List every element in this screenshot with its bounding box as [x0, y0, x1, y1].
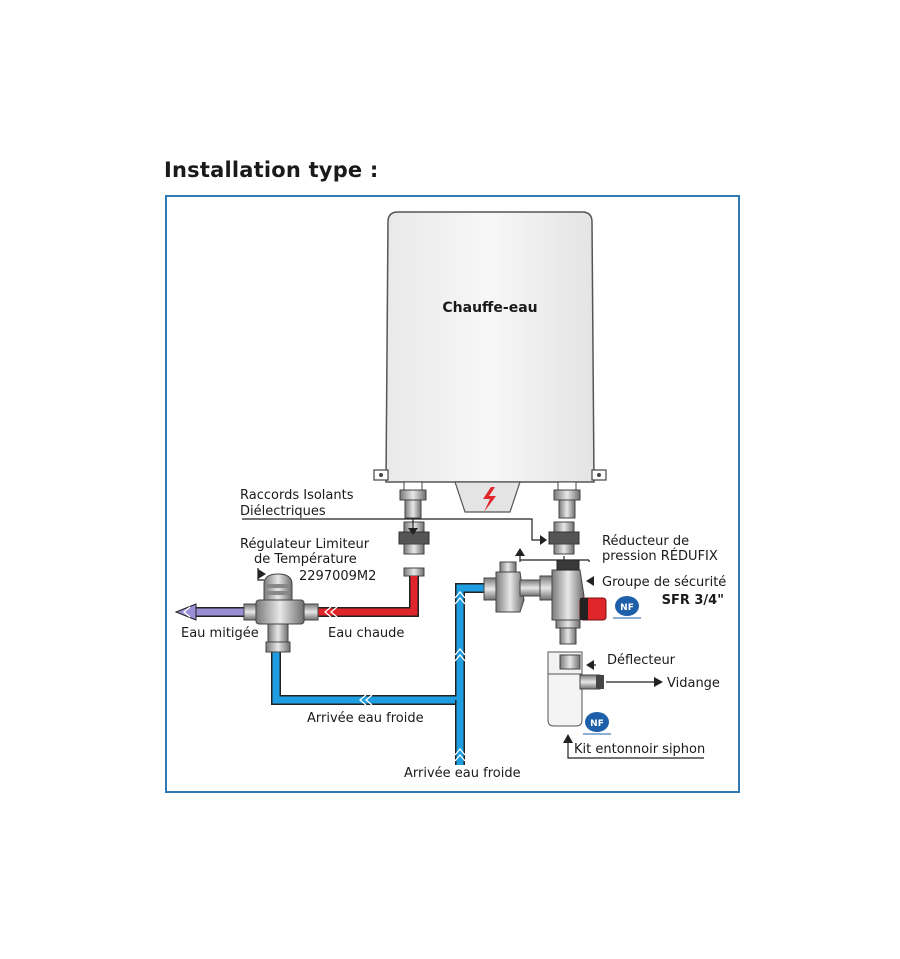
- svg-text:NF: NF: [590, 719, 604, 729]
- label-arrivee-froide-1: Arrivée eau froide: [307, 711, 424, 726]
- label-raccords-1: Raccords Isolants: [240, 488, 354, 503]
- dielectric-fitting-cold: [548, 521, 580, 555]
- raccords-leader: [242, 518, 547, 545]
- label-reducteur-2: pression RÉDUFIX: [602, 548, 718, 564]
- nf-badge-icon: NF: [613, 596, 641, 619]
- label-kit: Kit entonnoir siphon: [574, 742, 705, 757]
- label-reducteur-1: Réducteur de: [602, 534, 689, 549]
- safety-group: [539, 559, 607, 645]
- label-regulateur-2: de Température: [254, 552, 357, 567]
- funnel-siphon-kit: [547, 651, 704, 759]
- label-eau-chaude: Eau chaude: [328, 626, 404, 641]
- svg-text:NF: NF: [620, 603, 634, 613]
- heater-label: Chauffe-eau: [442, 300, 537, 316]
- pressure-reducer: [483, 548, 590, 613]
- temperature-limiting-valve: [243, 568, 319, 653]
- mixed-water-pipe: [174, 603, 244, 621]
- water-heater: Chauffe-eau: [373, 211, 607, 519]
- label-vidange: Vidange: [667, 676, 720, 691]
- label-regulateur-1: Régulateur Limiteur: [240, 537, 370, 552]
- label-groupe-1: Groupe de sécurité: [602, 575, 726, 590]
- page-title: Installation type :: [164, 158, 379, 182]
- electric-bolt-icon: [483, 487, 496, 512]
- label-eau-mitigee: Eau mitigée: [181, 626, 259, 641]
- nf-badge-icon: NF: [583, 712, 611, 735]
- hot-water-pipe: [318, 567, 425, 618]
- dielectric-fitting-hot: [398, 521, 430, 555]
- diagram-frame: [165, 195, 740, 793]
- cold-water-pipes: [271, 583, 484, 765]
- label-raccords-2: Diélectriques: [240, 504, 326, 519]
- label-groupe-2: SFR 3/4": [662, 593, 724, 608]
- label-deflecteur: Déflecteur: [607, 653, 676, 668]
- label-regulateur-ref: 2297009M2: [299, 569, 376, 584]
- label-arrivee-froide-2: Arrivée eau froide: [404, 766, 521, 781]
